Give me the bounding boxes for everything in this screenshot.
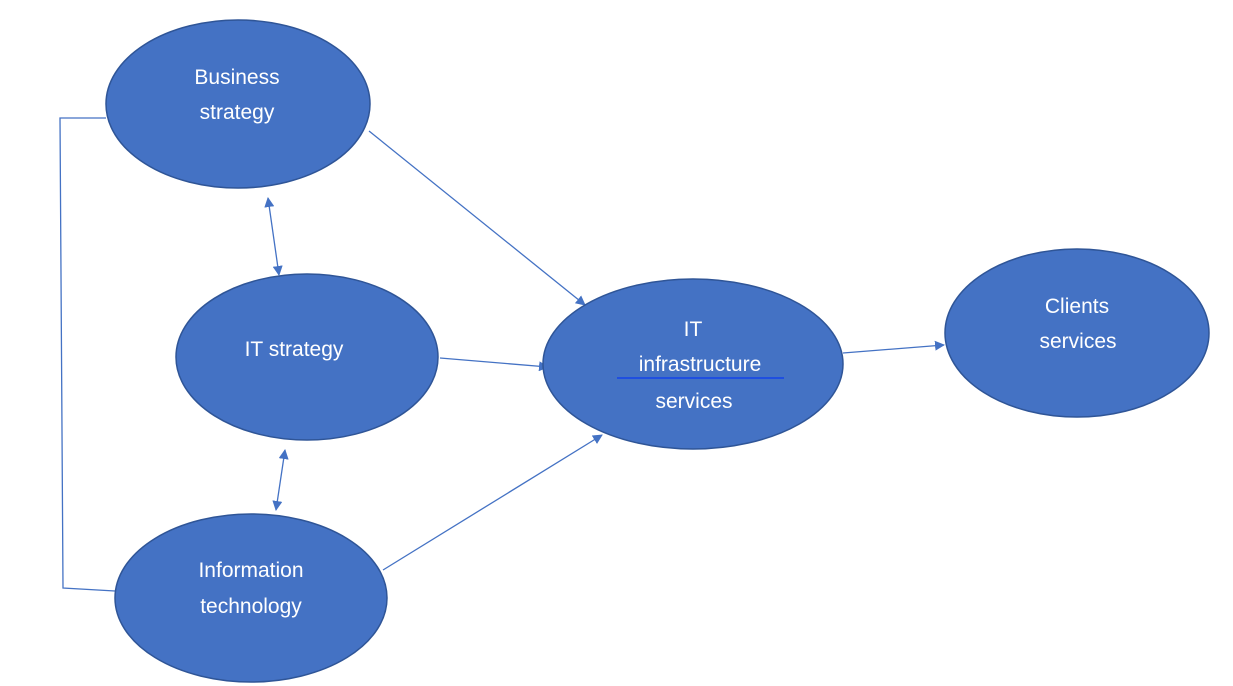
node-label: Clients bbox=[1045, 295, 1109, 318]
double-arrow-itstrategy-infotech bbox=[272, 449, 289, 511]
node-label: services bbox=[655, 390, 732, 413]
node-it-strategy: IT strategy bbox=[175, 273, 439, 441]
double-arrow-business-itstrategy bbox=[264, 197, 283, 276]
node-information-technology: Information technology bbox=[114, 513, 388, 683]
arrow-business-to-infrastructure bbox=[368, 130, 586, 306]
node-label: IT strategy bbox=[245, 338, 344, 361]
node-it-infrastructure-services: IT infrastructure services bbox=[542, 278, 844, 450]
arrow-infotech-to-infrastructure bbox=[382, 434, 603, 571]
node-label: strategy bbox=[200, 101, 275, 124]
bracket-connector bbox=[59, 117, 116, 592]
node-label: Business bbox=[194, 66, 279, 89]
node-label: technology bbox=[200, 595, 302, 618]
node-label: services bbox=[1039, 330, 1116, 353]
node-label: infrastructure bbox=[639, 353, 762, 376]
node-business-strategy: Business strategy bbox=[105, 19, 371, 189]
arrow-infrastructure-to-clients bbox=[842, 340, 945, 354]
node-clients-services: Clients services bbox=[944, 248, 1210, 418]
node-label: IT bbox=[684, 318, 703, 341]
arrow-itstrategy-to-infrastructure bbox=[439, 357, 549, 372]
node-label: Information bbox=[198, 559, 303, 582]
